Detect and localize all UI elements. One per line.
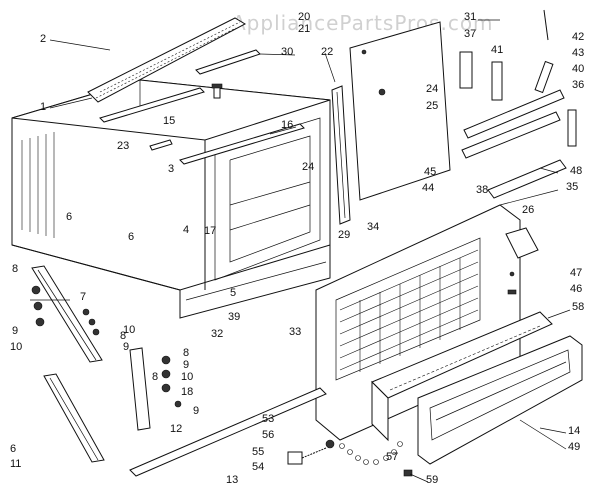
part-callout-c32: 32	[211, 328, 223, 340]
rail-23	[149, 139, 173, 151]
part-callout-c40: 40	[572, 63, 584, 75]
part-callout-c24a: 24	[302, 161, 314, 173]
part-callout-c18: 18	[181, 386, 193, 398]
part-callout-c37: 37	[464, 28, 476, 40]
part-callout-c46: 46	[570, 283, 582, 295]
part-callout-c29: 29	[338, 229, 350, 241]
part-callout-c34: 34	[367, 221, 379, 233]
part-callout-c48: 48	[570, 165, 582, 177]
part-callout-c59: 59	[426, 474, 438, 486]
part-callout-c35: 35	[566, 181, 578, 193]
part-callout-c31: 31	[464, 11, 476, 23]
part-callout-c15: 15	[163, 115, 175, 127]
pull-chain-parts	[287, 439, 413, 477]
part-callout-c53: 53	[262, 413, 274, 425]
mounting-bracket-11	[43, 373, 105, 463]
part-callout-c33: 33	[289, 326, 301, 338]
part-callout-c20: 20	[298, 11, 310, 23]
part-callout-c30: 30	[281, 46, 293, 58]
part-callout-c9a: 9	[12, 325, 18, 337]
filter-panel	[371, 311, 553, 442]
part-callout-c10b: 10	[123, 324, 135, 336]
part-callout-c9d: 9	[193, 405, 199, 417]
top-seal-strip	[87, 17, 247, 103]
part-callout-c12: 12	[170, 423, 182, 435]
part-callout-c57: 57	[386, 451, 398, 463]
sill-rail-13	[129, 387, 327, 477]
part-callout-c24b: 24	[426, 83, 438, 95]
rail-16	[179, 123, 305, 165]
rail-1	[99, 87, 205, 123]
part-callout-c1: 1	[40, 101, 46, 113]
part-callout-c13: 13	[226, 474, 238, 486]
part-callout-c21: 21	[298, 23, 310, 35]
part-callout-c38: 38	[476, 184, 488, 196]
part-callout-c6b: 6	[128, 231, 134, 243]
part-callout-c10c: 10	[181, 371, 193, 383]
part-callout-c5: 5	[230, 287, 236, 299]
part-callout-c9c: 9	[183, 359, 189, 371]
part-callout-c39: 39	[228, 311, 240, 323]
washer-stack-left	[31, 285, 45, 327]
part-callout-c58: 58	[572, 301, 584, 313]
part-callout-c3: 3	[168, 163, 174, 175]
part-callout-c26: 26	[522, 204, 534, 216]
part-callout-c8d: 8	[152, 371, 158, 383]
part-callout-c36: 36	[572, 79, 584, 91]
part-callout-c17: 17	[204, 225, 216, 237]
part-callout-c6a: 6	[66, 211, 72, 223]
rail-30	[195, 49, 261, 75]
part-callout-c8b: 8	[120, 330, 126, 342]
part-callout-c43: 43	[572, 47, 584, 59]
part-callout-c56: 56	[262, 429, 274, 441]
part-callout-c49: 49	[568, 441, 580, 453]
part-callout-c14: 14	[568, 425, 580, 437]
part-callout-c41: 41	[491, 44, 503, 56]
mounting-bracket-7	[31, 265, 103, 363]
part-callout-c2: 2	[40, 33, 46, 45]
part-callout-c8a: 8	[12, 263, 18, 275]
part-callout-c47: 47	[570, 267, 582, 279]
screw-15	[211, 83, 223, 99]
part-callout-c9b: 9	[123, 341, 129, 353]
access-panel	[349, 21, 451, 201]
washer-stack-mid	[82, 308, 100, 336]
part-callout-c4: 4	[183, 224, 189, 236]
mounting-bracket-12	[129, 347, 151, 431]
part-callout-c6c: 6	[10, 443, 16, 455]
leader-lines	[30, 19, 571, 483]
part-callout-c8c: 8	[183, 347, 189, 359]
part-callout-c55: 55	[252, 446, 264, 458]
front-door	[417, 335, 583, 465]
part-callout-c25: 25	[426, 100, 438, 112]
part-callout-c23: 23	[117, 140, 129, 152]
part-callout-c44: 44	[422, 182, 434, 194]
washer-stack-right	[161, 355, 182, 408]
part-callout-c10a: 10	[10, 341, 22, 353]
watermark: AppliancePartsPros.com	[232, 11, 494, 35]
part-callout-c16: 16	[281, 119, 293, 131]
part-callout-c45: 45	[424, 166, 436, 178]
part-callout-c42: 42	[572, 31, 584, 43]
part-callout-c22: 22	[321, 46, 333, 58]
part-callout-c54: 54	[252, 461, 264, 473]
part-callout-c7: 7	[80, 291, 86, 303]
part-callout-c11: 11	[10, 458, 21, 470]
